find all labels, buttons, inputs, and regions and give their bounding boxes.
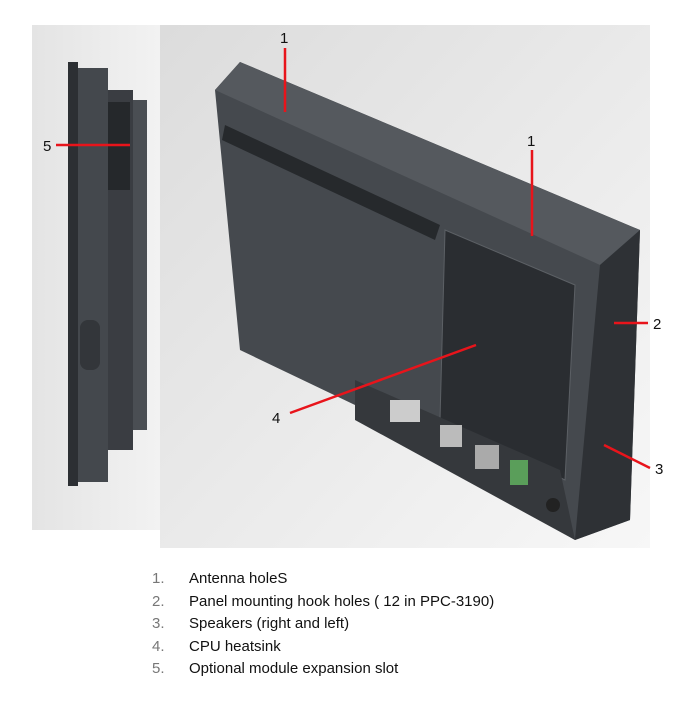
legend-item: 4. CPU heatsink (152, 638, 494, 661)
legend-list: 1. Antenna holeS 2. Panel mounting hook ho… (152, 570, 494, 683)
speaker-grille (80, 320, 100, 370)
side-view-photo (32, 25, 160, 530)
legend-number: 4. (152, 637, 165, 655)
callout-5: 5 (43, 138, 51, 155)
legend-item: 1. Antenna holeS (152, 570, 494, 593)
callout-lines (56, 48, 651, 470)
legend-item: 5. Optional module expansion slot (152, 660, 494, 683)
legend-number: 3. (152, 615, 165, 632)
callout-2: 2 (653, 316, 661, 333)
legend-number: 5. (152, 660, 165, 677)
callout-1b: 1 (527, 133, 535, 150)
callout-4: 4 (272, 410, 280, 427)
callout-1a: 1 (280, 30, 288, 47)
vent-grille (222, 125, 440, 240)
callout-3: 3 (655, 461, 663, 478)
product-photo: 1 1 5 2 3 4 (32, 25, 663, 548)
legend-label: Optional module expansion slot (189, 660, 399, 677)
legend-label: Panel mounting hook holes ( 12 in PPC-31… (189, 592, 495, 610)
legend-item: 3. Speakers (right and left) (152, 615, 494, 638)
legend-label: Speakers (right and left) (189, 615, 350, 632)
legend-number: 2. (152, 592, 165, 610)
legend-label: CPU heatsink (189, 637, 281, 655)
legend-number: 1. (152, 570, 165, 587)
rear-view-photo (160, 25, 650, 548)
legend-label: Antenna holeS (189, 570, 288, 587)
legend-item: 2. Panel mounting hook holes ( 12 in PPC-… (152, 593, 494, 616)
